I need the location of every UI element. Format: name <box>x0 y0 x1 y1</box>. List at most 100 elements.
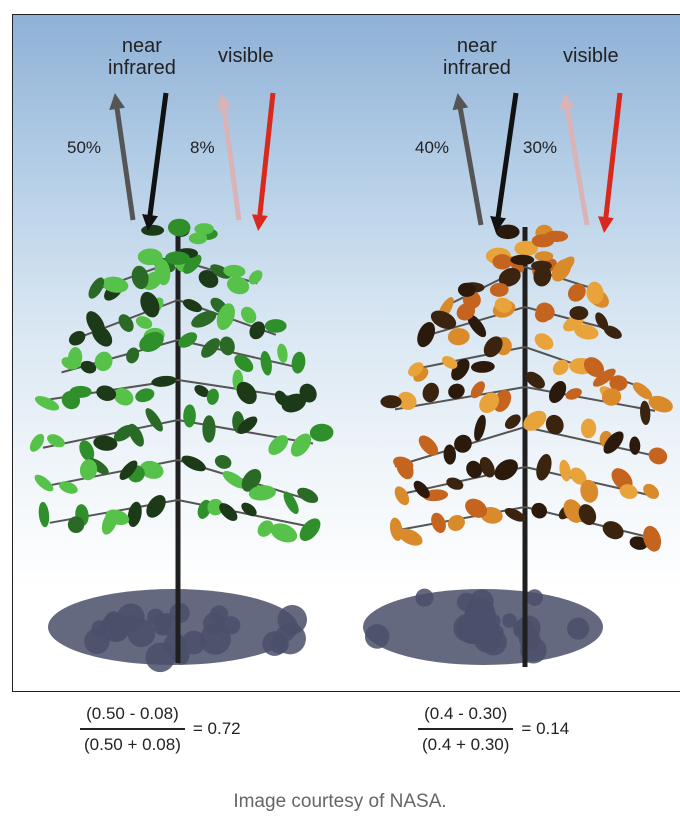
fraction-bar <box>80 728 185 730</box>
healthy-tree-leaf <box>165 251 190 265</box>
autumn-tree-leaf <box>492 254 513 270</box>
autumn-tree-leaf <box>483 336 503 358</box>
healthy-tree-leaf <box>131 265 149 290</box>
autumn-tree-leaf <box>430 310 457 330</box>
autumn-tree-leaf <box>494 297 513 313</box>
healthy-tree-leaf <box>248 270 263 285</box>
autumn-tree-leaf <box>448 383 465 399</box>
autumn-tree-branch <box>524 386 656 412</box>
autumn-tree-leaf <box>640 400 651 426</box>
autumn-tree-leaf <box>504 508 526 522</box>
healthy-tree-leaf <box>236 381 257 405</box>
healthy-tree-leaf <box>79 440 95 461</box>
autumn-tree-leaf <box>470 381 485 399</box>
shadow-blob <box>518 628 541 650</box>
healthy-tree-leaf <box>191 310 217 328</box>
healthy-tree-leaf <box>167 218 191 237</box>
autumn-tree-leaf <box>552 359 569 376</box>
healthy-tree-leaf <box>145 408 163 432</box>
healthy-tree-leaf <box>113 424 134 442</box>
autumn-tree-leaf <box>595 312 609 330</box>
shadow-blob <box>277 604 307 635</box>
autumn-tree-leaf <box>470 360 495 373</box>
left-visible-label: visible <box>218 45 274 67</box>
autumn-tree-leaf <box>431 512 446 533</box>
healthy-tree-leaf <box>183 254 202 274</box>
autumn-tree-leaf <box>493 389 512 412</box>
ndvi-formula-healthy: (0.50 - 0.08) (0.50 + 0.08) = 0.72 <box>80 704 241 755</box>
left-nir-percent: 50% <box>67 138 102 157</box>
autumn-tree-leaf <box>534 251 554 262</box>
autumn-tree-leaf <box>586 281 604 305</box>
right-incoming-visible-arrow <box>597 92 623 233</box>
healthy-tree-leaf <box>226 276 250 295</box>
healthy-tree-leaf <box>93 435 118 451</box>
shadow-blob <box>154 620 170 636</box>
healthy-tree-leaf <box>188 232 208 245</box>
healthy-tree-leaf <box>38 501 50 528</box>
autumn-tree-leaf <box>648 395 673 413</box>
ndvi-figure: near infrared visible 50% 8% near infrar… <box>12 14 680 692</box>
autumn-tree-leaf <box>567 283 586 302</box>
shadow-blob <box>456 592 476 612</box>
healthy-tree-leaf <box>96 385 117 401</box>
healthy-tree-leaf <box>297 487 319 504</box>
healthy-tree-leaf <box>101 276 129 293</box>
autumn-tree-leaf <box>380 395 402 409</box>
healthy-tree-leaf <box>119 460 138 480</box>
healthy-tree-leaf <box>222 471 247 489</box>
autumn-tree-leaf <box>441 355 458 369</box>
healthy-tree-leaf <box>248 485 276 501</box>
healthy-tree-leaf <box>135 316 153 329</box>
healthy-tree-leaf <box>61 357 78 370</box>
healthy-tree-leaf <box>249 321 266 340</box>
shadow-blob <box>172 648 190 665</box>
healthy-tree-leaf <box>34 396 60 411</box>
healthy-tree-leaf <box>151 375 177 387</box>
numerator: (0.4 - 0.30) <box>424 704 508 723</box>
healthy-tree-leaf <box>88 277 105 299</box>
ndvi-result: = 0.14 <box>521 719 570 739</box>
autumn-tree-leaf <box>601 388 622 406</box>
autumn-tree-leaf <box>602 521 624 540</box>
left-visible-percent: 8% <box>190 138 215 157</box>
healthy-tree-leaf <box>80 360 97 374</box>
autumn-tree-leaf <box>466 460 483 479</box>
autumn-tree-leaf <box>456 303 476 321</box>
healthy-tree-leaf <box>181 455 206 472</box>
autumn-tree-leaf <box>570 467 587 485</box>
autumn-tree-leaf <box>643 483 659 499</box>
ndvi-formula-autumn: (0.4 - 0.30) (0.4 + 0.30) = 0.14 <box>418 704 569 755</box>
autumn-tree-leaf <box>514 240 539 256</box>
autumn-tree-leaf <box>536 302 555 321</box>
healthy-tree-leaf <box>194 223 214 235</box>
autumn-tree-leaf <box>531 502 548 519</box>
autumn-tree-leaf <box>510 254 535 266</box>
autumn-tree-leaf <box>465 498 488 518</box>
autumn-tree-leaf <box>413 480 430 499</box>
healthy-tree-leaf <box>137 248 163 266</box>
healthy-tree-leaf <box>101 510 118 535</box>
autumn-tree-leaf <box>580 479 599 503</box>
healthy-tree-leaf <box>257 520 274 537</box>
fraction-bar <box>418 728 514 730</box>
autumn-tree-leaf <box>536 454 552 481</box>
shadow-blob <box>364 624 390 649</box>
image-caption: Image courtesy of NASA. <box>233 791 447 812</box>
healthy-tree-leaf <box>59 481 78 494</box>
healthy-tree-leaf <box>79 459 98 481</box>
right-nir-label: near infrared <box>443 35 511 79</box>
fraction: (0.4 - 0.30) (0.4 + 0.30) <box>418 704 514 755</box>
autumn-tree-leaf <box>632 382 653 400</box>
autumn-tree-leaf <box>417 321 436 348</box>
left-nir-label: near infrared <box>108 35 176 79</box>
right-nir-percent: 40% <box>415 138 450 157</box>
autumn-tree-leaf <box>592 368 616 387</box>
autumn-tree-leaf <box>447 328 470 346</box>
autumn-tree-leaf <box>525 371 545 389</box>
shadow-blob <box>567 617 590 640</box>
healthy-tree-leaf <box>201 338 221 358</box>
autumn-tree-leaf <box>648 447 668 465</box>
shadow-blob <box>526 589 543 606</box>
healthy-tree-leaf <box>67 516 85 534</box>
